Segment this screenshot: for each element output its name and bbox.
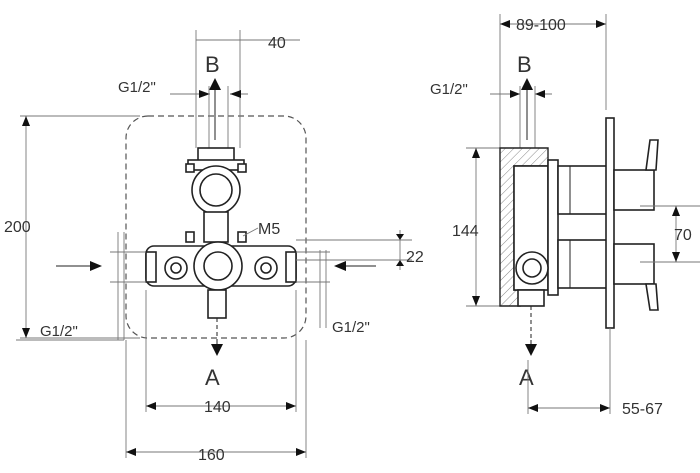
thread-left-label: G1/2" — [40, 323, 78, 340]
side-housing — [499, 117, 659, 340]
dim-handle-spacing-label: 70 — [674, 227, 692, 244]
side-outlet-a: A — [519, 340, 537, 390]
outlet-a-label: A — [205, 365, 220, 390]
outlet-b-label: B — [205, 52, 220, 77]
dim-width-160: 160 — [125, 340, 307, 464]
screw-label: M5 — [258, 221, 280, 238]
dim-offset-label: 22 — [406, 249, 424, 266]
dim-inner-width-label: 140 — [204, 399, 231, 416]
dim-trim-label: 55-67 — [622, 401, 663, 418]
inlet-left: G1/2" — [16, 232, 146, 341]
side-outlet-b-label: B — [517, 52, 532, 77]
dim-top-label: 40 — [268, 35, 286, 52]
dim-trim: 55-67 — [527, 328, 663, 418]
outlet-b: B G1/2" — [118, 52, 248, 150]
thread-right-label: G1/2" — [332, 319, 370, 336]
side-view: 89-100 B G1/2" 144 — [430, 14, 700, 418]
front-view: 40 B G1/2" 200 — [4, 30, 424, 464]
dim-body-height-label: 144 — [452, 223, 479, 240]
dim-top-40: 40 — [195, 30, 300, 148]
dim-offset-22: 22 — [296, 230, 424, 270]
dim-depth: 89-100 — [499, 14, 607, 150]
dim-outer-width-label: 160 — [198, 447, 225, 464]
mounting-box-outline — [125, 115, 307, 339]
side-outlet-a-label: A — [519, 365, 534, 390]
dim-handle-spacing: 70 — [640, 205, 700, 263]
dim-width-140: 140 — [145, 290, 297, 416]
inlet-right: G1/2" — [296, 250, 376, 336]
dim-body-height: 144 — [452, 147, 500, 307]
outlet-a: A — [205, 340, 223, 390]
screw-callout: M5 — [242, 221, 280, 238]
dim-depth-label: 89-100 — [516, 17, 566, 34]
valve-body — [145, 147, 297, 345]
dim-height-label: 200 — [4, 219, 31, 236]
side-outlet-b: B G1/2" — [430, 52, 552, 148]
dim-height-200: 200 — [4, 115, 140, 339]
side-thread-top-label: G1/2" — [430, 81, 468, 98]
thread-top-label: G1/2" — [118, 79, 156, 96]
